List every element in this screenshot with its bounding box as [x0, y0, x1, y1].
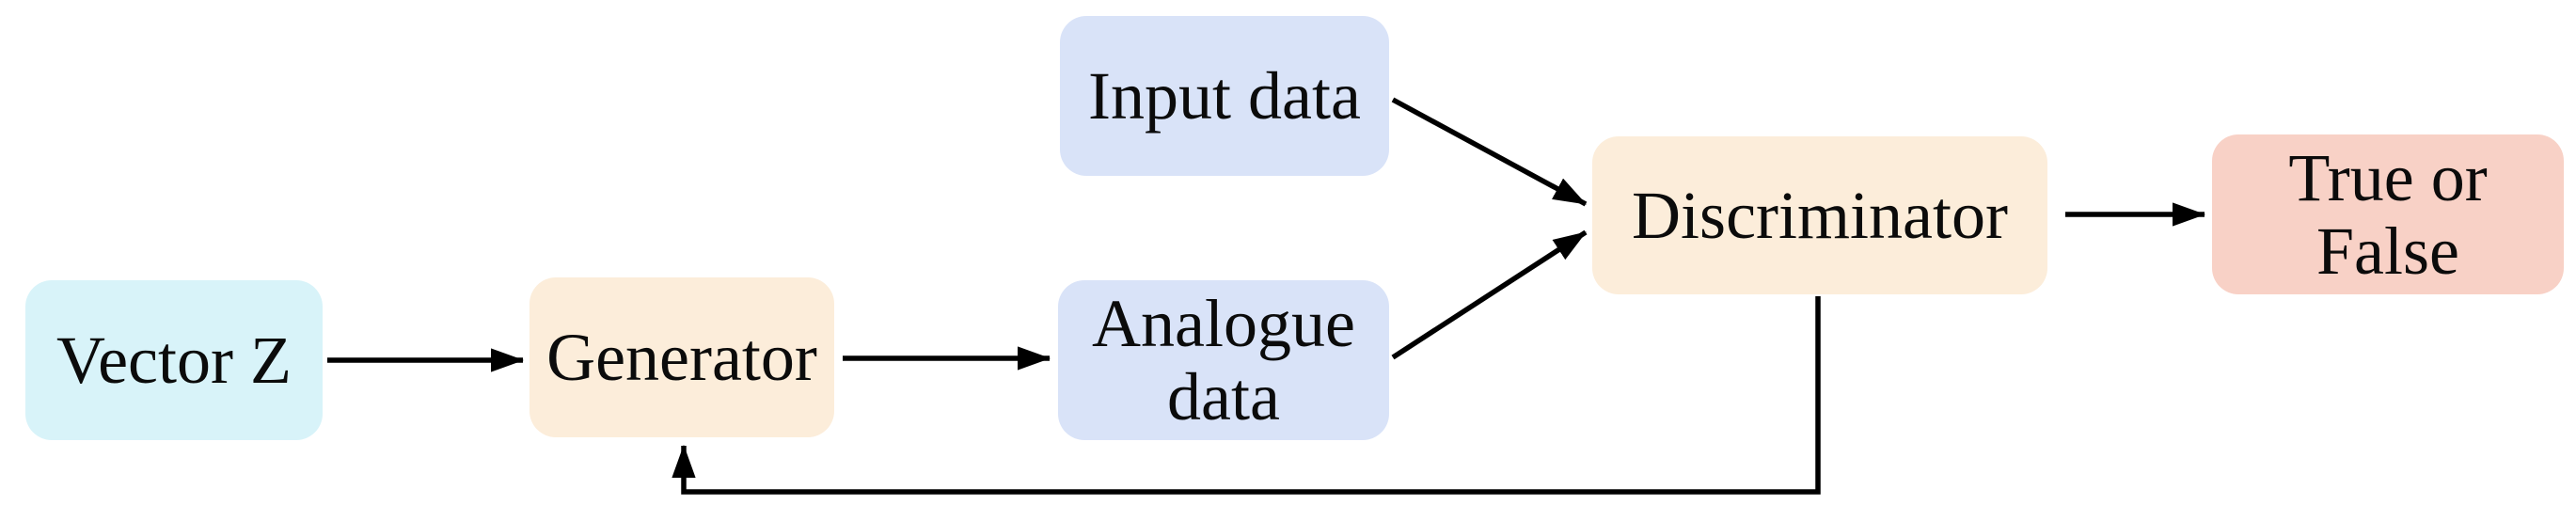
node-generator-label: Generator [546, 320, 817, 395]
node-discriminator: Discriminator [1592, 136, 2047, 294]
node-input-data-label: Input data [1088, 58, 1361, 134]
node-analogue-data: Analogue data [1058, 280, 1389, 440]
node-generator: Generator [529, 277, 834, 437]
edge-input-data-to-discriminator [1391, 97, 1588, 207]
edge-feedback-discriminator-to-generator [672, 296, 1821, 495]
node-true-or-false-label: True or False [2288, 140, 2488, 289]
node-true-or-false: True or False [2212, 134, 2564, 294]
node-vector-z: Vector Z [25, 280, 323, 440]
node-input-data: Input data [1060, 16, 1389, 176]
node-vector-z-label: Vector Z [56, 323, 292, 398]
node-discriminator-label: Discriminator [1632, 178, 2008, 253]
node-analogue-data-label: Analogue data [1092, 286, 1355, 434]
edge-analogue-data-to-discriminator [1391, 229, 1588, 360]
